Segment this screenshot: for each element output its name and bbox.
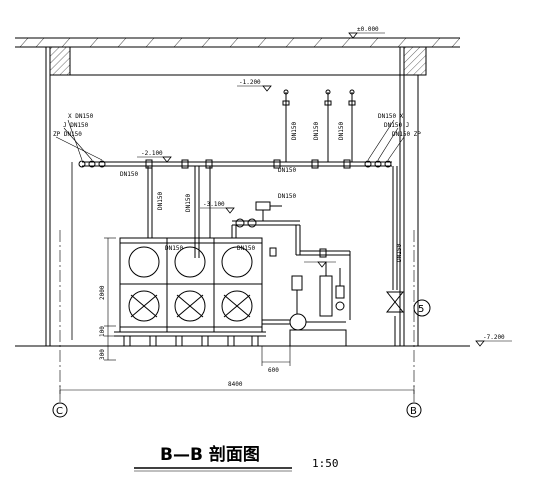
right-leaders (367, 119, 405, 161)
total-span-label: 8400 (228, 381, 243, 388)
riser-2-label: DN150 (313, 122, 320, 140)
pump-offset-label: 600 (268, 367, 279, 374)
right-riser-label: DN150 (396, 244, 403, 262)
grid-axis-c-label: C (56, 406, 63, 417)
elevation-mark-pump: -3.100 (200, 201, 235, 214)
elevation-mark-main: -2.100 (137, 150, 172, 163)
gate-valve (385, 291, 405, 313)
riser-1-label: DN150 (291, 122, 298, 140)
callout-5-label: 5 (418, 304, 424, 315)
base-height-label: 100 (99, 326, 106, 337)
grid-axis-c: C (52, 230, 68, 418)
elevation-mark-top: ±0.000 (348, 26, 385, 39)
tank-height-dim (104, 237, 116, 361)
grid-axis-b: B (406, 230, 422, 418)
title-scale: 1:50 (312, 457, 339, 470)
left-leaders (55, 119, 103, 161)
elevation-mark-header: -1.200 (237, 79, 272, 92)
pump-piping (231, 201, 351, 320)
elevation-header-label: -1.200 (239, 79, 261, 86)
beam-right (403, 46, 427, 76)
main-pipe-label-right: DN150 (278, 167, 296, 174)
ceiling-slab (15, 37, 461, 48)
water-tank (119, 237, 263, 333)
tank-pipe-2-label: DN150 (185, 194, 192, 212)
tank-inlet-label: DN150 (237, 245, 255, 252)
elevation-mark-floor: -7.200 (475, 334, 512, 347)
column-left (45, 47, 51, 346)
risers (282, 89, 356, 162)
main-pipe-label: DN150 (120, 171, 138, 178)
left-tag-3: ZP DN150 (53, 131, 82, 138)
elevation-top-label: ±0.000 (357, 26, 379, 33)
main-pipe (78, 159, 392, 169)
column-right (399, 47, 419, 346)
drawing-title: B—B 剖面图 1:50 (134, 444, 339, 472)
elevation-pump-label: -3.100 (203, 201, 225, 208)
riser-3-label: DN150 (338, 122, 345, 140)
pump-top-label: DN150 (278, 193, 296, 200)
tank-height-label: 2000 (99, 285, 106, 300)
right-tag-3: DN150 ZP (392, 131, 421, 138)
pump-unit (262, 262, 347, 347)
base-bottom-label: 300 (99, 349, 106, 360)
grid-axis-b-label: B (410, 406, 417, 417)
elevation-mark-pump-discharge (304, 261, 336, 268)
elevation-main-label: -2.100 (141, 150, 163, 157)
title-main: B—B 剖面图 (160, 444, 260, 465)
tank-top-label: DN150 (165, 245, 183, 252)
elevation-floor-label: -7.200 (483, 334, 505, 341)
beam-left (49, 46, 71, 76)
right-riser (392, 166, 398, 346)
pump-offset-dim (261, 346, 291, 366)
left-tag-1: X DN150 (68, 113, 94, 120)
tank-base (114, 331, 266, 347)
right-tag-1: DN150 X (378, 113, 404, 120)
tank-pipe-1-label: DN150 (157, 192, 164, 210)
left-tag-2: J DN150 (63, 122, 89, 129)
right-tag-2: DN150 J (384, 122, 409, 129)
callout-5: 5 (413, 299, 431, 317)
